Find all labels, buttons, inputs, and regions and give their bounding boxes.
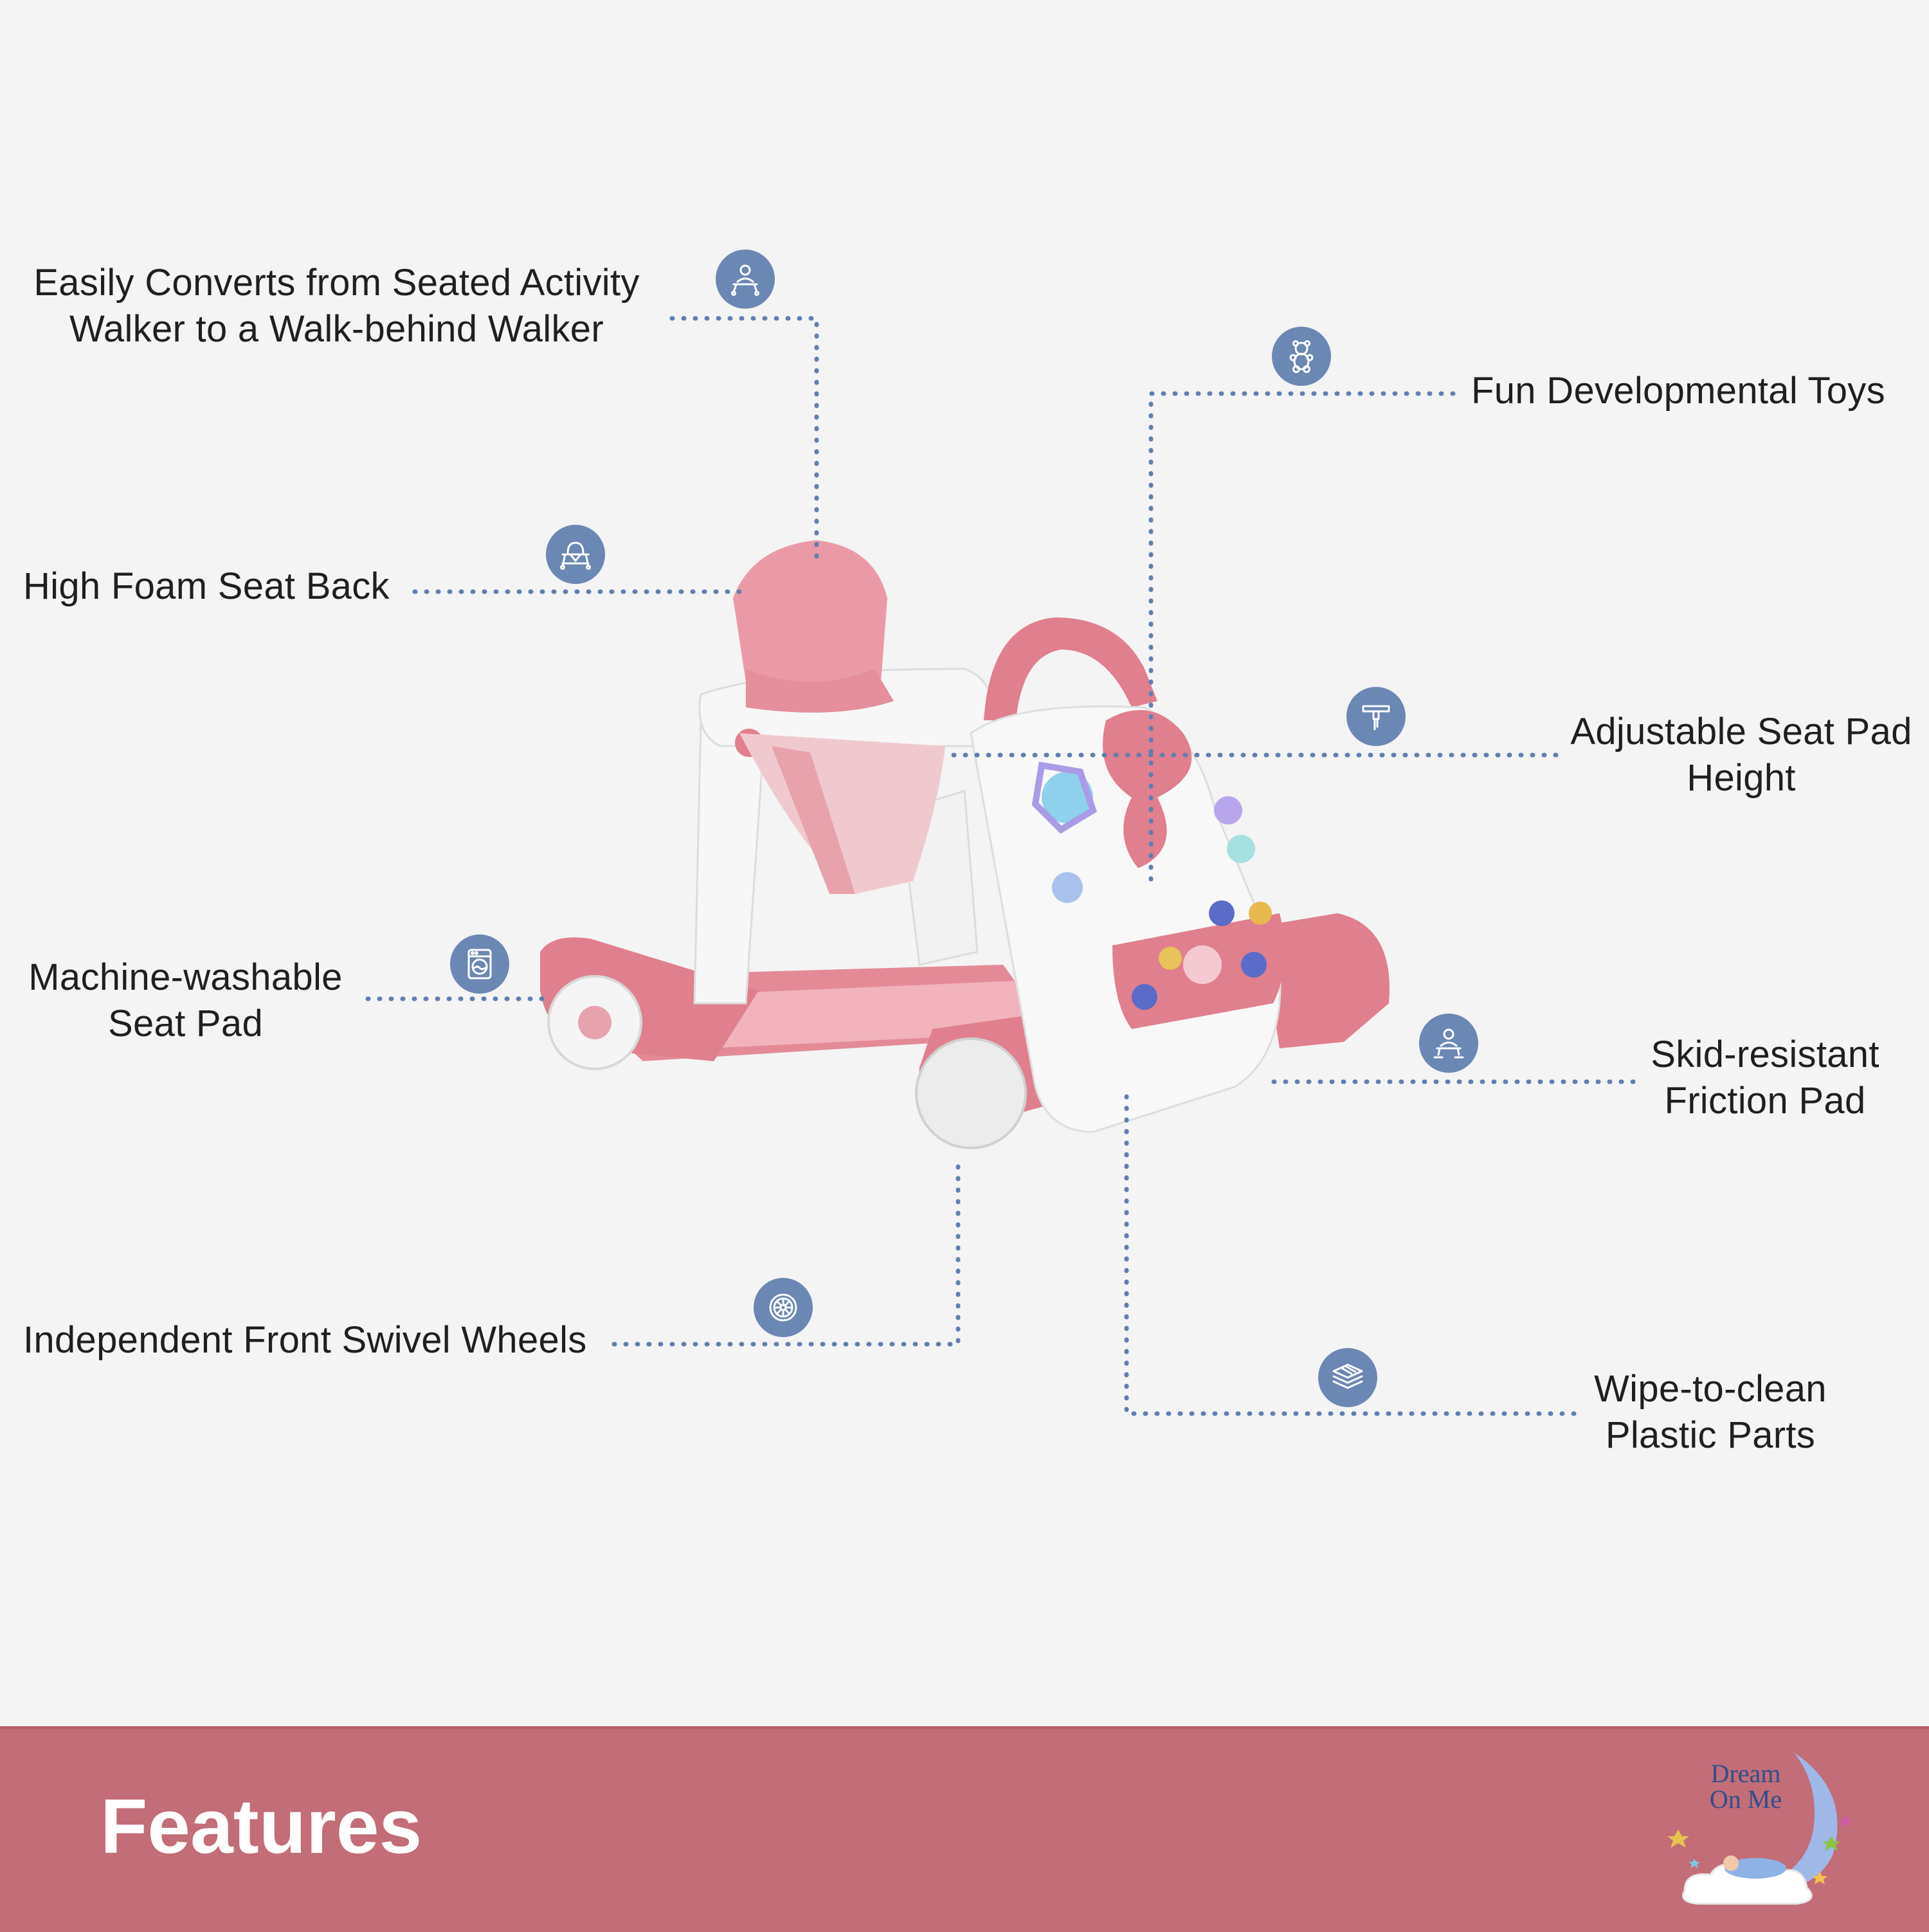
feature-label-friction: Skid-resistant Friction Pad bbox=[1651, 1034, 1879, 1122]
connector-toys bbox=[1148, 391, 1456, 884]
layers-icon bbox=[1318, 1348, 1377, 1407]
feature-label-height: Adjustable Seat Pad Height bbox=[1570, 711, 1912, 799]
footer-band bbox=[0, 1726, 1929, 1932]
feature-label-seat-back: High Foam Seat Back bbox=[23, 565, 390, 607]
connector-plastic bbox=[1124, 1084, 1577, 1416]
dream-on-me-logo bbox=[1667, 1753, 1852, 1905]
feature-label-toys: Fun Developmental Toys bbox=[1471, 370, 1885, 412]
footer-title: Features bbox=[100, 1783, 422, 1870]
feature-label-washable: Machine-washable Seat Pad bbox=[28, 956, 343, 1044]
friction-pad-walker-icon bbox=[1419, 1014, 1478, 1073]
connector-wheels bbox=[611, 1155, 961, 1347]
feature-label-wheels: Independent Front Swivel Wheels bbox=[23, 1319, 587, 1361]
wheel-icon bbox=[754, 1278, 813, 1337]
feature-label-converts: Easily Converts from Seated Activity Wal… bbox=[33, 262, 640, 350]
height-adjust-icon bbox=[1346, 687, 1406, 746]
connector-converts bbox=[669, 316, 819, 562]
feature-label-plastic: Wipe-to-clean Plastic Parts bbox=[1594, 1368, 1827, 1456]
seated-walker-icon bbox=[716, 250, 775, 309]
logo-text: Dream On Me bbox=[1709, 1759, 1782, 1814]
seat-back-walker-icon bbox=[546, 525, 605, 584]
connector-lines bbox=[365, 316, 1636, 1416]
walker-product-image bbox=[540, 540, 1390, 1149]
teddy-bear-icon bbox=[1272, 327, 1331, 386]
washing-machine-icon bbox=[450, 934, 509, 994]
